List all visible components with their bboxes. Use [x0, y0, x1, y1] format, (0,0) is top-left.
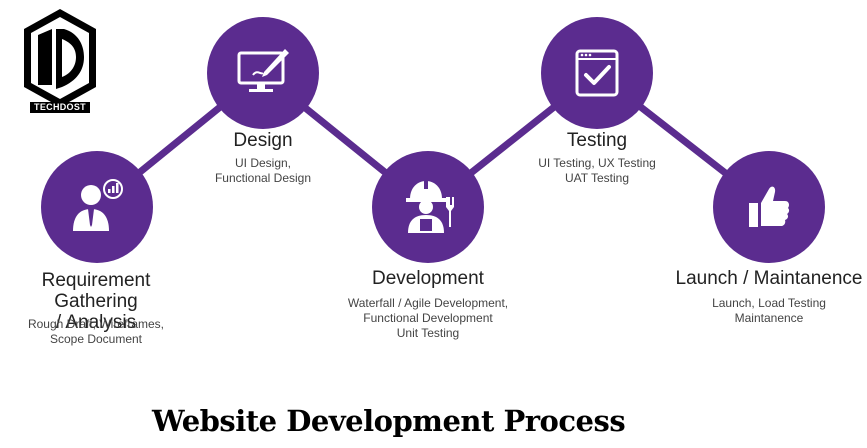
step-requirement-title-line1: Requirement Gathering [41, 270, 151, 312]
step-launch-title: Launch / Maintanence [669, 268, 867, 289]
step-development-title: Development [328, 268, 528, 289]
step-testing-title-line1: Testing [566, 130, 628, 151]
step-requirement-title-line2: / Analysis [55, 312, 137, 333]
step-design-title-line1: Design [233, 130, 293, 151]
step-development-desc: Waterfall / Agile Development, Functiona… [318, 296, 538, 341]
step-development-desc-line: Unit Testing [396, 326, 460, 340]
business-person-icon [73, 179, 123, 231]
step-requirement-title: Requirement Gathering / Analysis [0, 270, 192, 333]
step-design-circle [207, 17, 319, 129]
techdost-logo [24, 9, 96, 107]
checkbox-window-icon [575, 49, 619, 97]
step-launch-title-line1: Launch / Maintanence [675, 268, 863, 289]
step-design-desc-line: Functional Design [214, 171, 312, 185]
step-development-desc-line: Waterfall / Agile Development, [347, 296, 509, 310]
step-requirement-desc: Rough Draft, Wireframes, Scope Document [0, 317, 192, 347]
step-launch-circle [713, 151, 825, 263]
monitor-pen-icon [237, 49, 289, 92]
step-testing-title: Testing [497, 130, 697, 151]
logo-text: TECHDOST [30, 102, 90, 113]
worker-wrench-icon [406, 179, 454, 233]
step-design-desc: UI Design, Functional Design [163, 156, 363, 186]
step-requirement-desc-line: Scope Document [49, 332, 143, 346]
step-design-title: Design [163, 130, 363, 151]
step-design-desc-line: UI Design, [234, 156, 292, 170]
thumbs-up-icon [749, 186, 790, 227]
step-testing-circle [541, 17, 653, 129]
step-testing-desc-line: UAT Testing [564, 171, 630, 185]
step-testing-desc: UI Testing, UX Testing UAT Testing [497, 156, 697, 186]
step-testing-desc-line: UI Testing, UX Testing [538, 156, 656, 170]
step-development-circle [372, 151, 484, 263]
step-development-desc-line: Functional Development [363, 311, 493, 325]
step-requirement-desc-line: Rough Draft, Wireframes, [27, 317, 165, 331]
main-title: Website Development Process [152, 404, 626, 438]
step-launch-desc-line: Launch, Load Testing [712, 296, 826, 310]
step-launch-desc-line: Maintanence [734, 311, 804, 325]
step-development-title-line1: Development [372, 268, 484, 289]
step-launch-desc: Launch, Load Testing Maintanence [669, 296, 867, 326]
step-requirement-circle [41, 151, 153, 263]
